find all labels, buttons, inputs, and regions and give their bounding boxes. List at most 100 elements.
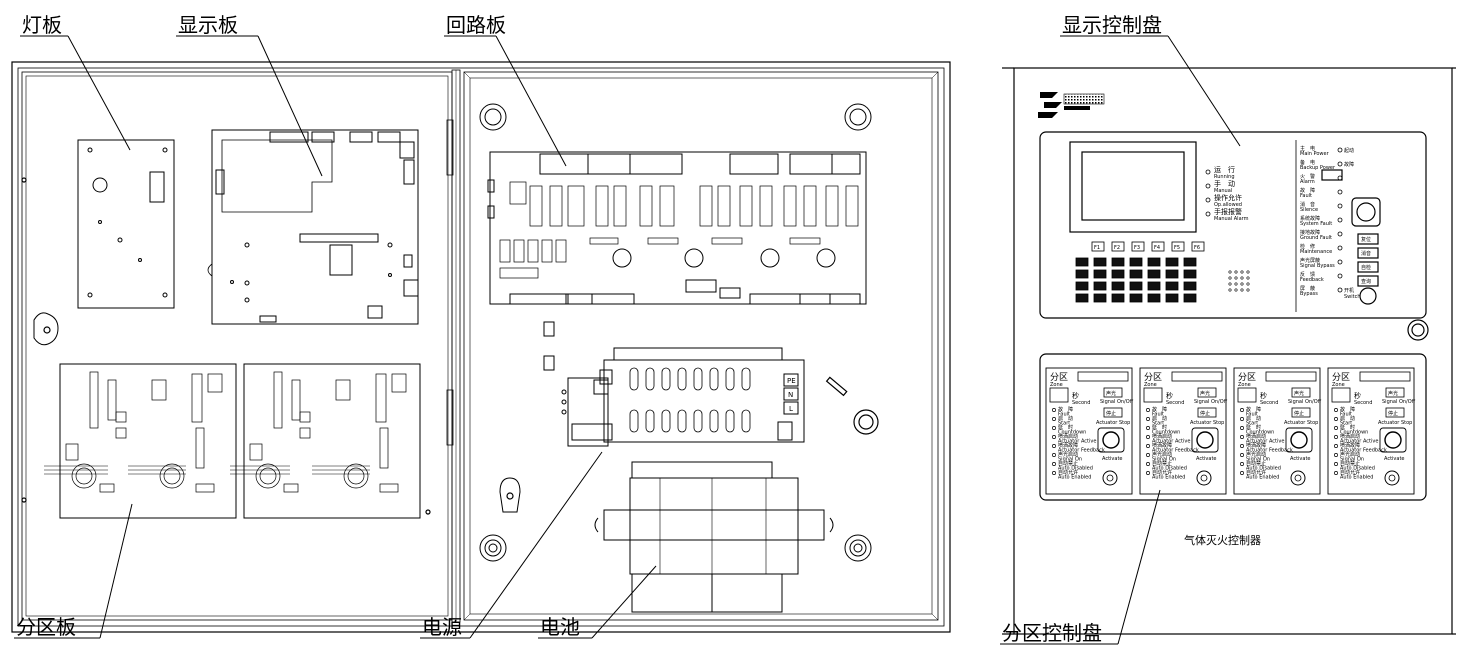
zone-led-label: 喷洒启动 [1152,433,1172,440]
led-op-allowed-en: Op.allowed [1214,202,1242,208]
second-en: Second [1166,400,1184,406]
fkey-6[interactable]: F6 [1194,245,1200,251]
sound-en: Signal On/Off [1382,399,1416,405]
zone-led-label-en: Auto Disabled [1152,466,1187,472]
rled-3-en: Fault [1300,193,1312,199]
callout-display-board: 显示板 [178,13,238,37]
rled-10-en: Bypass [1300,291,1318,297]
auto-key-switch[interactable] [1196,470,1212,486]
zone-label: 分区 [1050,372,1068,383]
actuator-stop-label: Actuator Stop [1096,420,1130,426]
zone-led-label: 喷洒故障 [1058,442,1078,449]
actuator-stop-label: Actuator Stop [1284,420,1318,426]
zone-name-box [1077,371,1129,382]
zone-led [1146,471,1150,475]
rled-1: 备 电 [1300,159,1315,166]
sound-button[interactable] [1103,387,1123,398]
zone-panel-frames [1045,367,1415,495]
callout-display-control-panel: 显示控制盘 [1062,13,1162,37]
fkey-5[interactable]: F5 [1174,245,1180,251]
countdown-display [1049,387,1069,403]
zone-led-label: 喷洒故障 [1340,442,1360,449]
stop-button[interactable] [1291,407,1311,418]
side-button-0[interactable]: 复位 [1361,236,1371,243]
zone-led-label: 故 障 [1152,406,1167,413]
zone-led-label-en: Auto Enabled [1152,475,1185,481]
activate-button[interactable] [1379,427,1407,453]
stop-button[interactable] [1197,407,1217,418]
zone-led-label: 喷洒启动 [1246,433,1266,440]
zone-led-label-en: Signal On [1152,457,1176,463]
zone-label: 分区 [1332,372,1350,383]
zone-led-label-en: Fault [1246,412,1258,418]
zone-led-label-en: Actuator Active [1246,439,1284,445]
controller-front [1002,67,1456,635]
fkey-1[interactable]: F1 [1094,245,1100,251]
zone-led-label-en: Signal On [1058,457,1082,463]
zone-led [1240,462,1244,466]
zone-led [1240,408,1244,412]
zone-led-label-en: Start [1340,421,1352,427]
zone-led-label: 启 动 [1152,415,1167,422]
mounting-holes [479,103,872,562]
zone-led-label-en: Actuator Active [1340,439,1378,445]
fkey-2[interactable]: F2 [1114,245,1120,251]
sound-button[interactable] [1197,387,1217,398]
left-cabinet [11,61,951,633]
auto-key-switch[interactable] [1102,470,1118,486]
callout-battery: 电池 [540,615,580,639]
side-button-1[interactable]: 消音 [1361,250,1371,257]
zone-led-label: 自动允许 [1340,469,1360,476]
rled-3: 故 障 [1300,187,1315,194]
zone-led-label: 故 障 [1340,406,1355,413]
fkey-4[interactable]: F4 [1154,245,1160,251]
side-button-2[interactable]: 自检 [1361,264,1371,271]
sound-button[interactable] [1291,387,1311,398]
power-supply-drawing [543,321,805,447]
zone-led-label-en: Auto Enabled [1340,475,1373,481]
fkey-3[interactable]: F3 [1134,245,1140,251]
zone-name-box [1359,371,1411,382]
stop-button[interactable] [1385,407,1405,418]
activate-button[interactable] [1285,427,1313,453]
auto-key-switch[interactable] [1290,470,1306,486]
zone-led [1146,426,1150,430]
rled-2: 火 警 [1300,173,1315,180]
second-en: Second [1260,400,1278,406]
sound-button[interactable] [1385,387,1405,398]
zone-led [1052,408,1056,412]
zone-led [1052,417,1056,421]
zone-led-label: 喷洒故障 [1152,442,1172,449]
zone-led [1240,417,1244,421]
led-manual-alarm: 手报报警 [1214,207,1242,216]
zone-led-label-en: Actuator Active [1058,439,1096,445]
zone-led-label: 声光启动 [1340,451,1360,458]
zone-led [1240,435,1244,439]
zone-boards-drawing [44,363,421,519]
zone-led-label: 声光启动 [1058,451,1078,458]
zone-led-label-en: Fault [1058,412,1070,418]
psu-label-l: L [789,405,793,413]
stop-button[interactable] [1103,407,1123,418]
zone-led-label: 故 障 [1246,406,1261,413]
activate-button[interactable] [1097,427,1125,453]
stop-button-label: 停止 [1106,410,1116,417]
stop-button-label: 停止 [1200,410,1210,417]
rled-10: 屏 蔽 [1300,285,1315,292]
activate-button[interactable] [1191,427,1219,453]
zone-led-label-en: Countdown [1246,430,1274,436]
zone-led [1146,435,1150,439]
side-button-3[interactable]: 查询 [1361,278,1371,285]
zone-led-label-en: Actuator Feedback [1340,448,1387,454]
auto-key-switch[interactable] [1384,470,1400,486]
zone-led-label: 故 障 [1058,406,1073,413]
callout-leaders [14,35,1241,645]
zone-led-label-en: Auto Disabled [1058,466,1093,472]
right-switch-label: 开机 [1344,287,1354,294]
zone-led [1052,471,1056,475]
zone-led-label: 自动允许 [1058,469,1078,476]
